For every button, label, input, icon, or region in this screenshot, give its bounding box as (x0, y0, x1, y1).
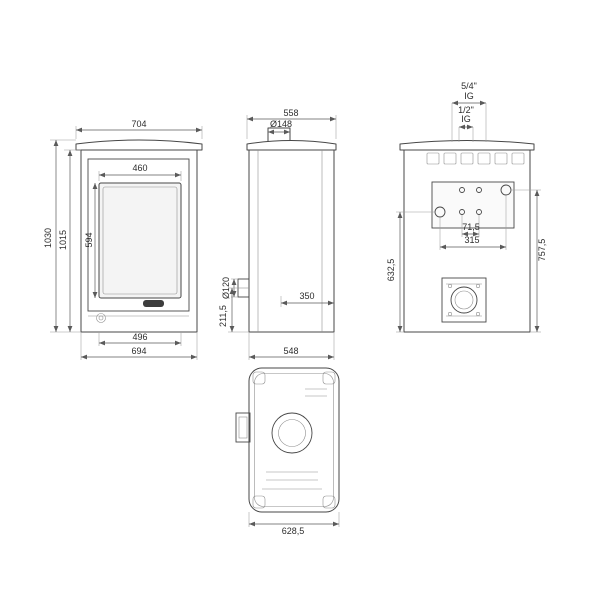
side-depth-bottom-label: 548 (283, 346, 298, 356)
dim-side-rear-outlet-height: 211,5 (218, 287, 249, 333)
bottom-outline (248, 367, 340, 513)
dim-front-base-width: 496 (98, 332, 182, 346)
rear-sensor-connection (459, 209, 465, 215)
rear-sensor-connection (476, 187, 482, 193)
side-depth-top-label: 558 (283, 108, 298, 118)
rear-boiler-conn-size-label: 5/4" (461, 81, 477, 91)
bottom-flue-opening-inner (278, 419, 306, 447)
front-base-width-label: 496 (132, 332, 147, 342)
dim-side-flue-diameter: Ø148 (268, 119, 292, 135)
side-flue-collar (267, 127, 291, 143)
dim-rear-conn-spacing-large: 315 (439, 195, 507, 250)
bottom-corner-pads (252, 371, 336, 509)
rear-body (403, 149, 531, 333)
front-door-width-label: 460 (132, 163, 147, 173)
rear-view: 5/4" IG 1/2" IG 71,5 315 (386, 81, 547, 333)
front-top-width-label: 704 (131, 119, 146, 129)
side-rear-outlet-diameter-label: Ø120 (221, 277, 231, 299)
side-top-plate (246, 140, 337, 151)
rear-conn-spacing-large-label: 315 (464, 235, 479, 245)
front-glass-inner-frame (102, 186, 178, 295)
front-body-height-label: 1015 (58, 230, 68, 250)
rear-vent-slots (426, 152, 525, 165)
front-bottom-width-label: 694 (131, 346, 146, 356)
side-rear-outlet-depth-label: 350 (299, 291, 314, 301)
rear-sensor-conn-thread-label: IG (461, 114, 471, 124)
front-door-glass (98, 182, 182, 299)
bottom-view: 628,5 (235, 367, 340, 536)
dim-front-door-width: 460 (98, 163, 182, 181)
dim-rear-conn-spacing-small: 71,5 (461, 215, 480, 237)
dim-side-depth-top: 558 (246, 108, 337, 139)
dim-side-depth-bottom: 548 (248, 332, 335, 360)
dim-bottom-depth-overall: 628,5 (248, 512, 340, 536)
rear-height-upper-conn-label: 757,5 (537, 239, 547, 262)
rear-flue-outlet (441, 277, 487, 323)
bottom-rear-outlet-inner (238, 416, 248, 439)
rear-sensor-conn-size-label: 1/2" (458, 105, 474, 115)
side-view: 558 Ø148 Ø120 350 211,5 548 (218, 108, 337, 360)
rear-connection-panel (431, 181, 515, 229)
rear-top-plate (399, 140, 535, 151)
front-top-plate (75, 139, 203, 151)
side-rear-outlet-height-label: 211,5 (218, 305, 228, 327)
dim-front-top-width: 704 (75, 119, 203, 139)
bottom-detail-lines (262, 388, 327, 490)
front-door-frame (87, 158, 190, 312)
front-glass-height-label: 594 (84, 232, 94, 247)
rear-boiler-conn-thread-label: IG (464, 91, 474, 101)
bottom-depth-overall-label: 628,5 (282, 526, 305, 536)
dim-side-rear-outlet-depth: 350 (280, 291, 334, 307)
rear-sensor-connection (476, 209, 482, 215)
side-body (248, 149, 335, 333)
dim-rear-height-lower-conn: 632,5 (386, 211, 435, 333)
dim-front-glass-height: 594 (84, 183, 98, 298)
front-brand-emblem-inner (98, 315, 104, 321)
front-total-height-label: 1030 (43, 228, 53, 248)
front-view: 704 460 594 1030 1015 496 (43, 119, 203, 360)
rear-conn-spacing-small-label: 71,5 (462, 222, 480, 232)
side-flue-diameter-label: Ø148 (270, 119, 292, 129)
bottom-inner-outline (254, 373, 334, 507)
rear-sensor-connection (459, 187, 465, 193)
dim-front-body-height: 1015 (58, 149, 81, 332)
bottom-flue-opening-outer (271, 412, 313, 454)
dim-front-total-height: 1030 (43, 139, 81, 333)
dim-front-bottom-width: 694 (80, 332, 198, 360)
dim-rear-height-upper-conn: 757,5 (511, 189, 547, 333)
front-door-handle (143, 300, 164, 307)
dim-rear-boiler-conn: 5/4" IG (451, 81, 487, 142)
front-brand-emblem (96, 313, 106, 323)
rear-height-lower-conn-label: 632,5 (386, 259, 396, 282)
bottom-rear-outlet (235, 412, 251, 443)
dim-rear-sensor-conn: 1/2" IG (458, 105, 474, 142)
